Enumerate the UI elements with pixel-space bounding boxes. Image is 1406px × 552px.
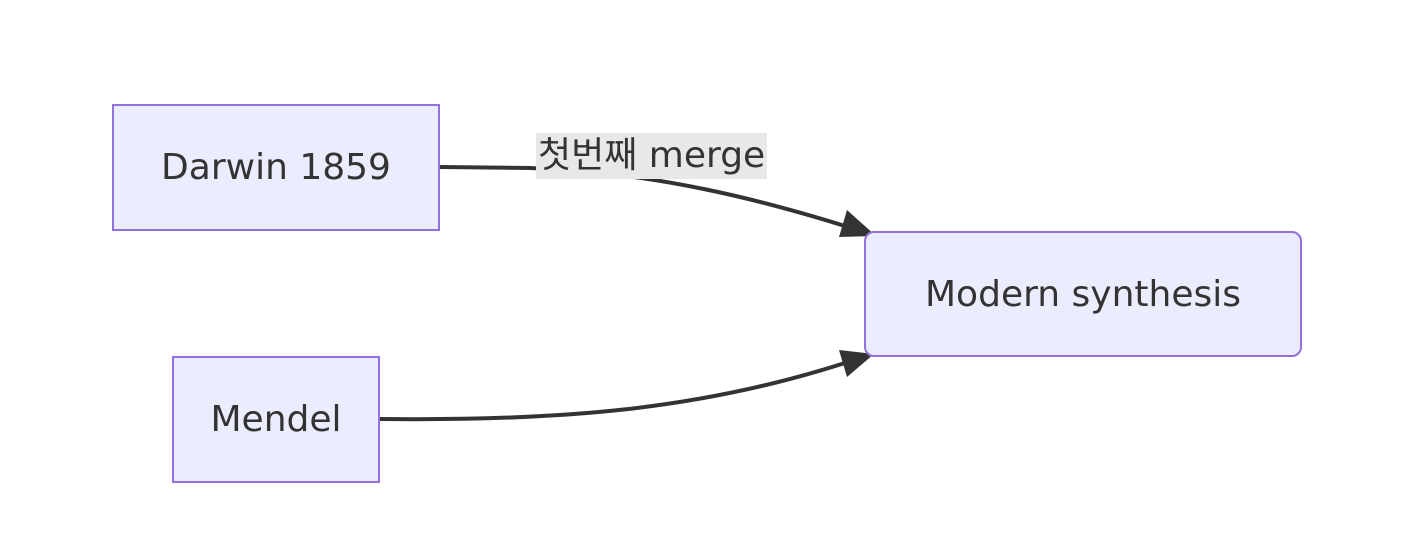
node-mendel[interactable]: Mendel (172, 356, 380, 483)
node-darwin-1859[interactable]: Darwin 1859 (112, 104, 440, 231)
edge-mendel-to-modern (379, 360, 849, 422)
edge-label-first-merge: 첫번째 merge (536, 133, 768, 179)
node-darwin-1859-label: Darwin 1859 (161, 147, 391, 188)
node-mendel-label: Mendel (210, 399, 342, 440)
node-modern-synthesis-label: Modern synthesis (925, 273, 1241, 315)
node-modern-synthesis[interactable]: Modern synthesis (864, 231, 1302, 357)
arrowhead-mendel-to-modern (839, 350, 874, 377)
arrowhead-darwin-to-modern (839, 210, 876, 237)
